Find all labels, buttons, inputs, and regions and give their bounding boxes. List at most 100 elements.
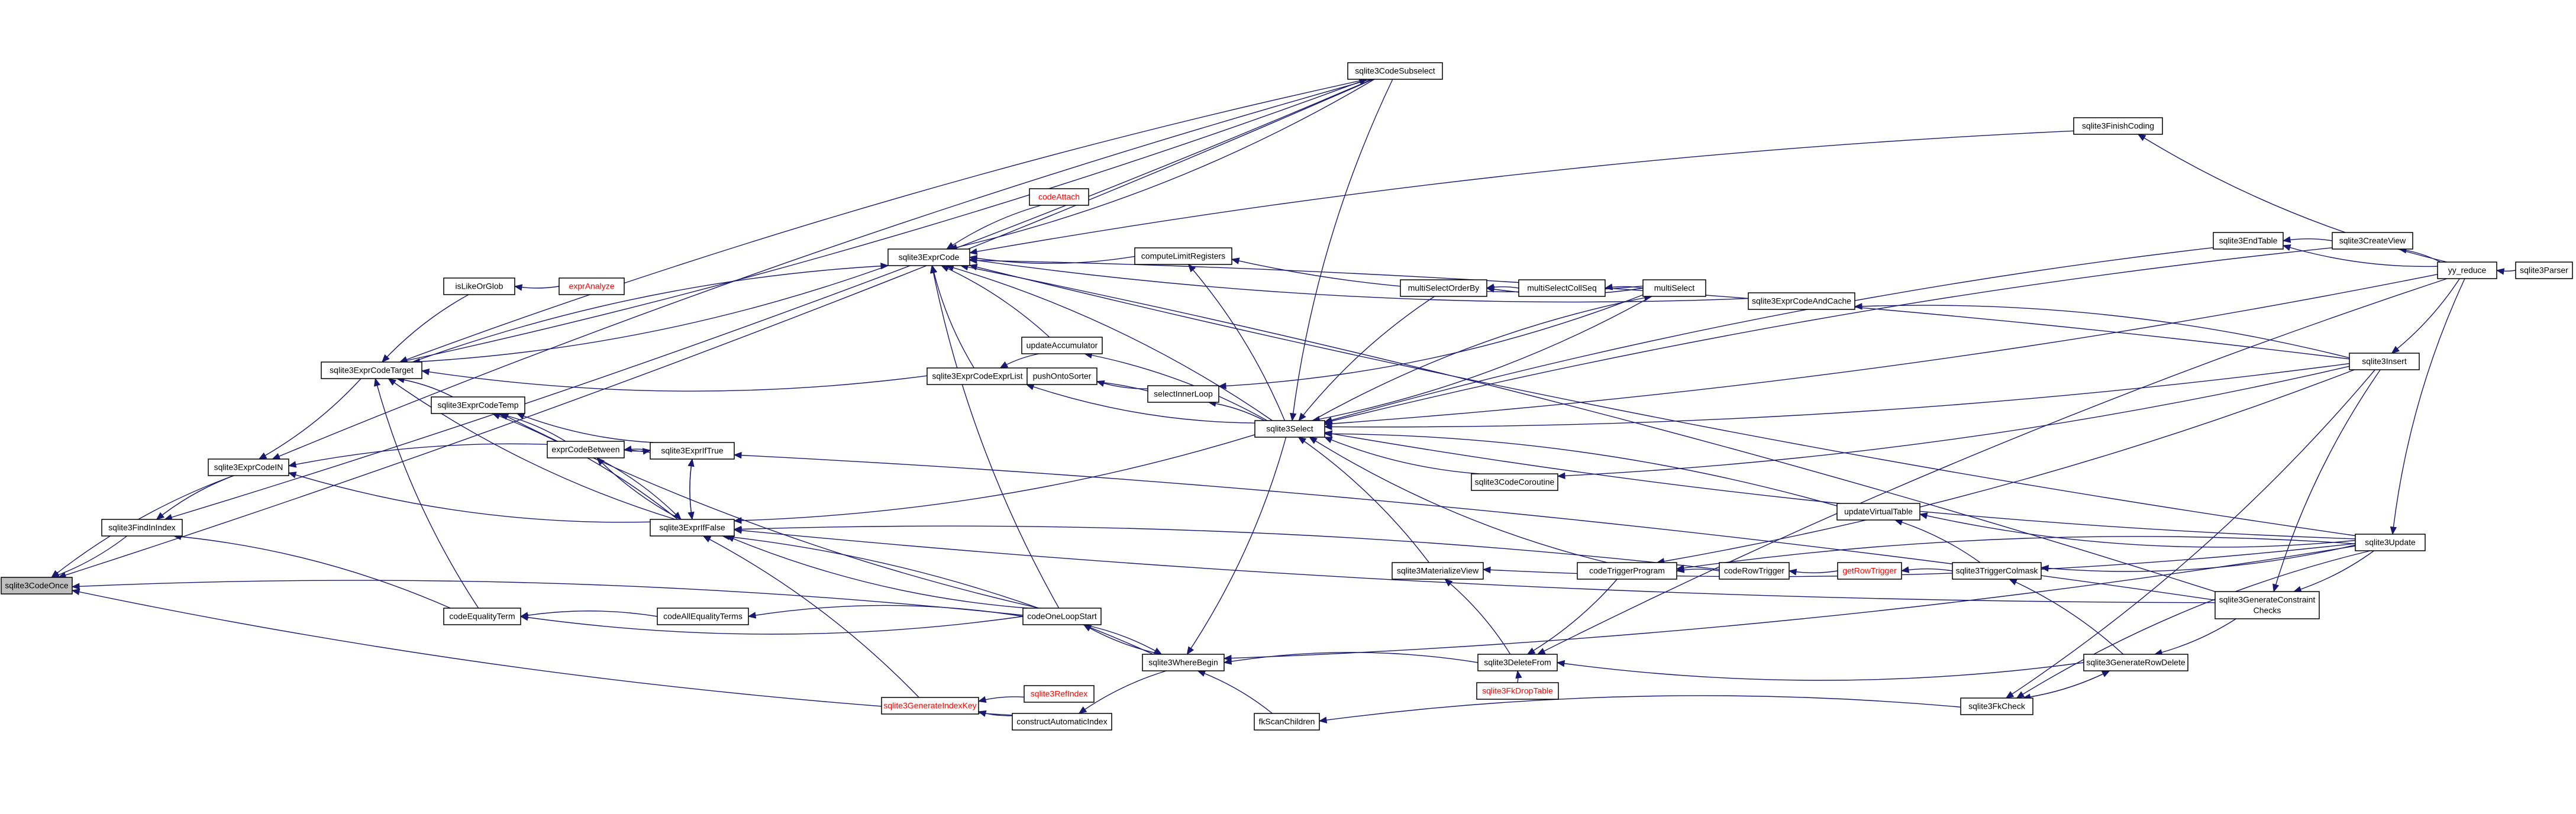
node-exprcodetemp[interactable]: sqlite3ExprCodeTemp (431, 396, 525, 414)
node-codeequalityterm[interactable]: codeEqualityTerm (443, 608, 521, 625)
edge-findindex-to-codeonce (51, 535, 128, 578)
edge-materializeview-to-select (1298, 437, 1429, 563)
edge-fkcheck-to-generaterowdelete (2023, 670, 2110, 699)
node-generaterowdelete[interactable]: sqlite3GenerateRowDelete (2083, 654, 2188, 671)
node-exprift[interactable]: sqlite3ExprIfTrue (650, 442, 735, 460)
node-islikeorglob[interactable]: isLikeOrGlob (443, 277, 515, 295)
node-insert[interactable]: sqlite3Insert (2349, 353, 2420, 370)
edge-generateconstraintchecks-to-exprcode (960, 265, 2216, 592)
edge-select-to-multiselect (1312, 296, 1652, 421)
node-exprcodeandcache[interactable]: sqlite3ExprCodeAndCache (1748, 292, 1855, 310)
arrowhead-generateindexkey-to-expriff (702, 535, 712, 542)
node-exprcodein[interactable]: sqlite3ExprCodeIN (208, 458, 289, 476)
node-selectinnerloop[interactable]: selectInnerLoop (1147, 385, 1219, 403)
node-codesubselect[interactable]: sqlite3CodeSubselect (1347, 62, 1443, 80)
node-exprcodeexprlist[interactable]: sqlite3ExprCodeExprList (927, 367, 1028, 385)
node-createview[interactable]: sqlite3CreateView (2332, 232, 2413, 250)
node-label: sqlite3FkDropTable (1482, 686, 1553, 696)
edge-deletefrom-to-materializeview (1444, 579, 1511, 655)
edge-yyreduce-to-update (2392, 278, 2465, 535)
node-codetriggerprogram[interactable]: codeTriggerProgram (1577, 562, 1677, 580)
node-box (1836, 503, 1920, 521)
arrowhead-codesubselect-to-select (1290, 412, 1297, 422)
node-label: sqlite3ExprCodeAndCache (1752, 296, 1851, 306)
node-fkcheck[interactable]: sqlite3FkCheck (1960, 697, 2033, 715)
arrowhead-codetriggerprogram-to-deletefrom (1526, 647, 1536, 655)
arrowhead-exprcodein-to-codeonce (51, 570, 60, 578)
node-materializeview[interactable]: sqlite3MaterializeView (1392, 562, 1484, 580)
node-box (887, 248, 970, 266)
node-codeonce[interactable]: sqlite3CodeOnce (1, 577, 73, 595)
node-label: sqlite3GenerateConstraint (2219, 595, 2316, 605)
node-yyreduce[interactable]: yy_reduce (2437, 261, 2497, 279)
node-exprcode[interactable]: sqlite3ExprCode (887, 248, 970, 266)
node-label: sqlite3ExprCodeExprList (932, 372, 1022, 381)
node-box (1748, 292, 1855, 310)
arrowhead-deletefrom-to-materializeview (1444, 579, 1453, 587)
arrowhead-exprcodeexprlist-to-exprcodetarget (421, 369, 430, 376)
node-updatevirtualtable[interactable]: updateVirtualTable (1836, 503, 1920, 521)
node-exprcodetarget[interactable]: sqlite3ExprCodeTarget (321, 361, 422, 379)
node-exprcodebetween[interactable]: exprCodeBetween (547, 441, 625, 458)
node-box (1024, 685, 1095, 703)
node-label: getRowTrigger (1842, 566, 1897, 576)
node-multiselect[interactable]: multiSelect (1642, 279, 1706, 297)
edge-wherebegin-to-expriff (722, 535, 1154, 655)
node-finishcoding[interactable]: sqlite3FinishCoding (2073, 117, 2163, 135)
edge-codesubselect-to-exprcodein (272, 79, 1371, 460)
node-updateaccumulator[interactable]: updateAccumulator (1021, 337, 1103, 354)
node-expriff[interactable]: sqlite3ExprIfFalse (650, 519, 735, 537)
edge-codesubselect-to-findindex (164, 79, 1373, 520)
node-parser[interactable]: sqlite3Parser (2515, 261, 2573, 279)
arrowhead-triggercolmask-to-getrowtrigger (1900, 566, 1910, 573)
node-multiselectorderby[interactable]: multiSelectOrderBy (1400, 279, 1487, 297)
node-findindex[interactable]: sqlite3FindInIndex (101, 519, 183, 537)
node-box (2213, 232, 2284, 250)
node-getrowtrigger[interactable]: getRowTrigger (1837, 562, 1902, 580)
node-fkscanchildren[interactable]: fkScanChildren (1254, 713, 1320, 731)
edge-codesubselect-to-exprcode (949, 79, 1375, 250)
node-box (559, 277, 625, 295)
node-endtable[interactable]: sqlite3EndTable (2213, 232, 2284, 250)
arrowhead-insert-to-exprcodeandcache (1854, 303, 1862, 310)
node-deletefrom[interactable]: sqlite3DeleteFrom (1477, 654, 1558, 671)
node-multiselectcollseq[interactable]: multiSelectCollSeq (1518, 279, 1606, 297)
node-label: sqlite3ExprIfTrue (661, 446, 724, 456)
node-wherebegin[interactable]: sqlite3WhereBegin (1142, 654, 1225, 671)
node-label: codeEqualityTerm (449, 612, 515, 621)
node-box (1029, 188, 1089, 206)
node-generateindexkey[interactable]: sqlite3GenerateIndexKey (881, 697, 979, 715)
node-codeallequalityterms[interactable]: codeAllEqualityTerms (657, 608, 749, 625)
node-pushontosorter[interactable]: pushOntoSorter (1026, 367, 1097, 385)
edge-update-to-codetriggerprogram (1676, 536, 2356, 570)
node-label: sqlite3CodeOnce (5, 581, 69, 590)
edge-wherebegin-to-codeoneloopstart (1083, 624, 1162, 655)
node-codecoroutine[interactable]: sqlite3CodeCoroutine (1471, 473, 1558, 491)
node-reftindex[interactable]: sqlite3RefIndex (1024, 685, 1095, 703)
node-codeattach[interactable]: codeAttach (1029, 188, 1089, 206)
arrowhead-finishcoding-to-exprcode (969, 248, 978, 255)
node-update[interactable]: sqlite3Update (2355, 534, 2426, 551)
edge-codeoneloopstart-to-wherebegin (1083, 624, 1162, 655)
arrowhead-expriff-to-exprcodetarget (388, 378, 397, 386)
arrowhead-codecoroutine-to-select (1323, 437, 1333, 444)
node-select[interactable]: sqlite3Select (1254, 420, 1325, 438)
edge-exprcodeandcache-to-exprcode (969, 259, 1749, 303)
arrowhead-materializeview-to-select (1297, 437, 1307, 444)
node-codeoneloopstart[interactable]: codeOneLoopStart (1022, 608, 1102, 625)
arrowhead-multiselect-to-selectinnerloop (1218, 382, 1226, 390)
node-expranalyze[interactable]: exprAnalyze (559, 277, 625, 295)
node-coderowtrigger[interactable]: codeRowTrigger (1719, 562, 1790, 580)
node-label: sqlite3CodeCoroutine (1475, 477, 1555, 487)
arrowhead-codeoneloopstart-to-codeonce (71, 583, 80, 590)
node-constructautoindex[interactable]: constructAutomaticIndex (1012, 713, 1112, 731)
node-triggercolmask[interactable]: sqlite3TriggerColmask (1952, 562, 2042, 580)
node-computelimitregisters[interactable]: computeLimitRegisters (1134, 247, 1232, 265)
node-box (2437, 261, 2497, 279)
arrowhead-yyreduce-to-finishcoding (2137, 134, 2146, 141)
node-fkdroptable[interactable]: sqlite3FkDropTable (1476, 682, 1559, 700)
node-box (443, 277, 515, 295)
arrowhead-codeequalityterm-to-exprcodetarget (374, 377, 381, 387)
arrowhead-exprcodebetween-to-expriff (673, 512, 682, 520)
